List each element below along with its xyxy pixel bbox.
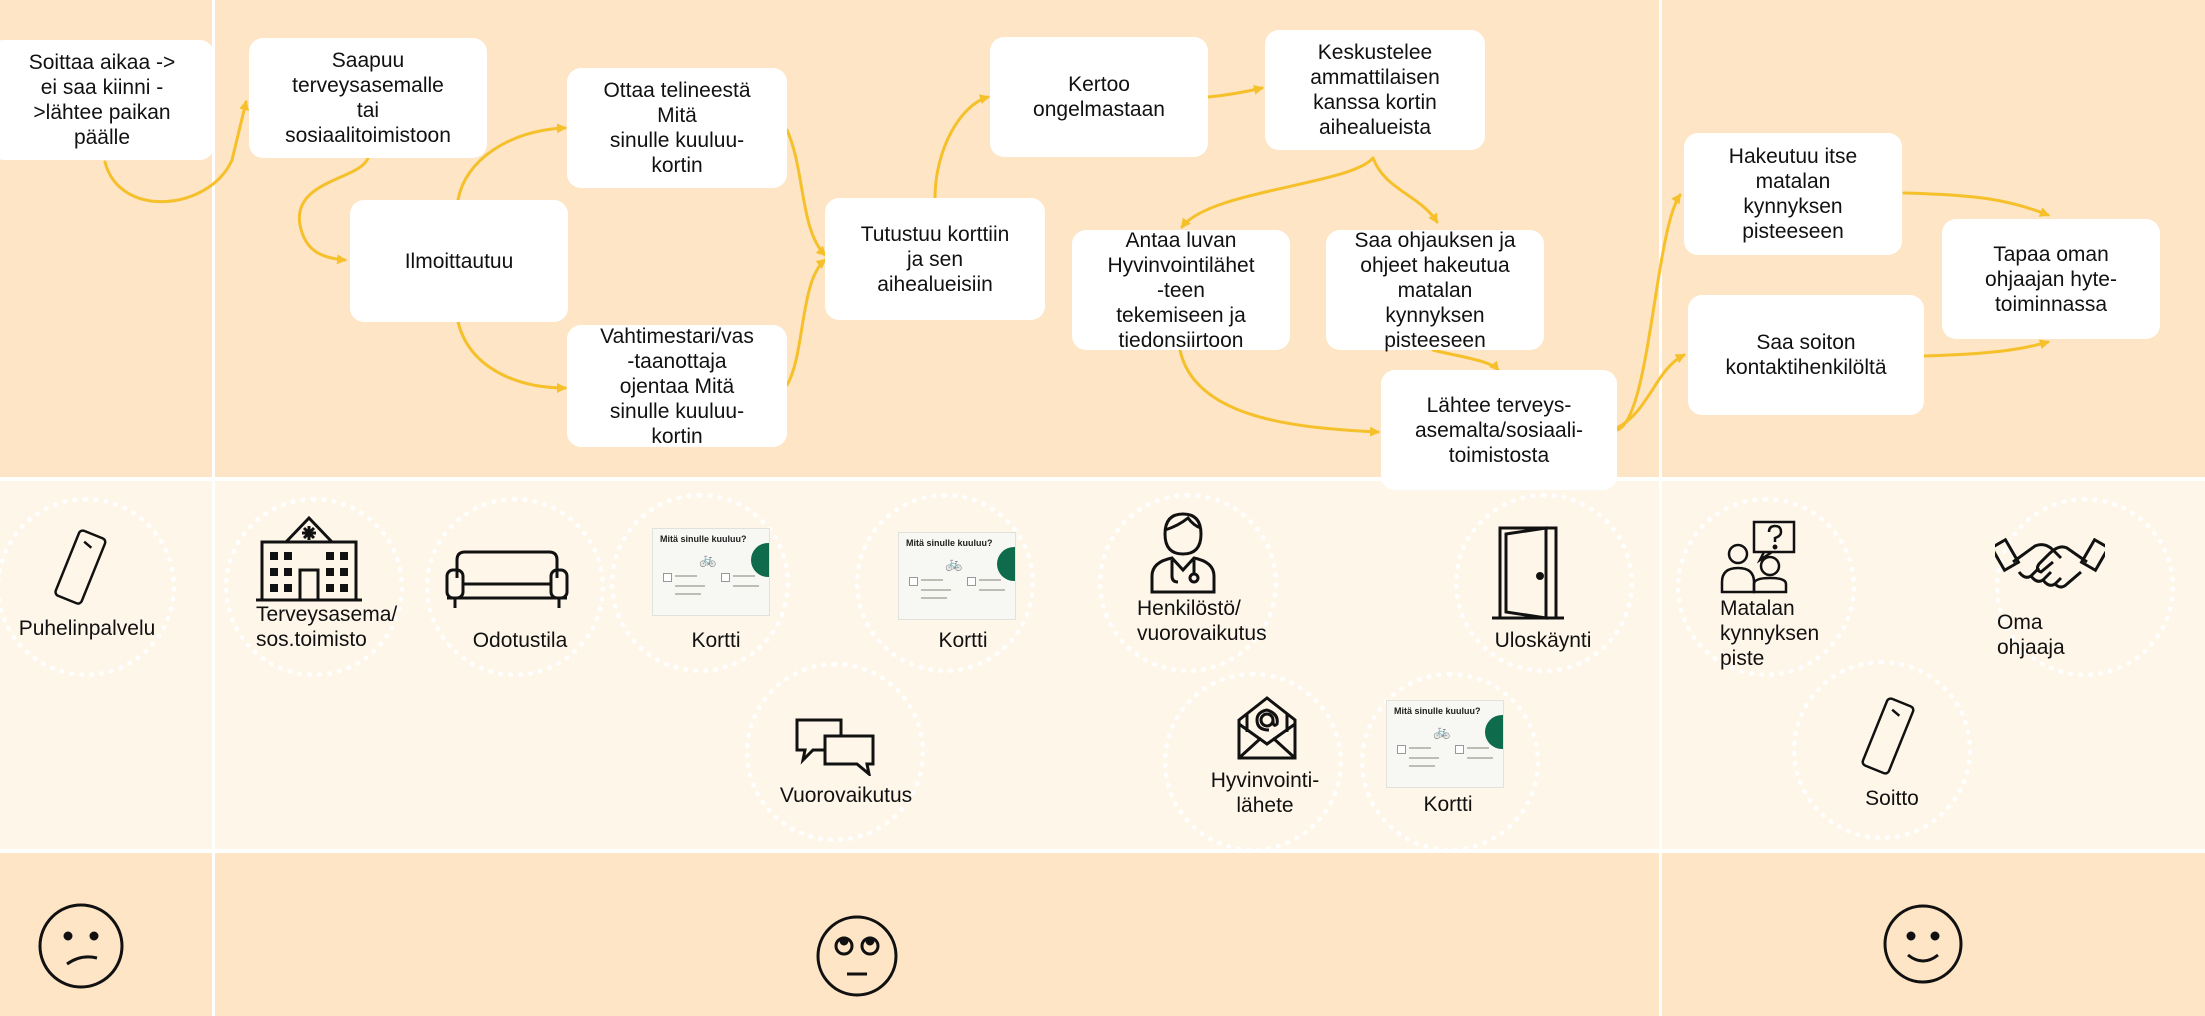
card-text-line <box>1467 747 1489 749</box>
people-question-icon <box>1720 520 1796 594</box>
email-envelope-icon <box>1235 692 1299 762</box>
step-box: Tutustuu korttiin ja sen aihealueisiin <box>825 198 1045 320</box>
card-text-line <box>733 575 755 577</box>
smartphone-icon <box>50 528 110 608</box>
touchpoint-label: Matalan kynnyksen piste <box>1720 597 1820 670</box>
step-box: Lähtee terveys- asemalta/sosiaali- toimi… <box>1381 370 1617 490</box>
touchpoint-circle <box>224 497 404 677</box>
touchpoint-circle <box>855 493 1035 673</box>
bicycle-icon: 🚲 <box>699 551 717 567</box>
card-text-line <box>979 589 1005 591</box>
card-decoration <box>1485 715 1503 749</box>
card-text-line <box>1409 765 1435 767</box>
checkbox-icon <box>1397 745 1406 754</box>
checkbox-icon <box>967 577 976 586</box>
touchpoint-circle <box>745 662 925 842</box>
step-box: Saa ohjauksen ja ohjeet hakeutua matalan… <box>1326 229 1544 352</box>
card-thumbnail: Mitä sinulle kuuluu? 🚲 <box>1386 700 1504 788</box>
step-box: Soittaa aikaa -> ei saa kiinni - >lähtee… <box>0 40 214 160</box>
card-decoration <box>751 543 769 577</box>
checkbox-icon <box>663 573 672 582</box>
eye-roll-face-icon <box>815 914 899 1003</box>
touchpoint-label: Puhelinpalvelu <box>18 617 156 640</box>
touchpoint-circle <box>0 497 176 677</box>
touchpoint-circle <box>1163 672 1343 852</box>
touchpoint-label: Henkilöstö/ vuorovaikutus <box>1137 597 1267 645</box>
card-text-line <box>675 593 701 595</box>
step-box: Keskustelee ammattilaisen kanssa kortin … <box>1265 30 1485 150</box>
handshake-icon <box>1995 528 2105 608</box>
step-box: Saa soiton kontaktihenkilöltä <box>1688 295 1924 415</box>
card-text-line <box>979 579 1001 581</box>
phase-divider <box>212 0 215 1016</box>
touchpoint-label: Uloskäynti <box>1494 629 1592 652</box>
touchpoint-label: Soitto <box>1865 787 1919 810</box>
step-box: Saapuu terveysasemalle tai sosiaalitoimi… <box>249 38 487 158</box>
sad-face-icon <box>37 902 125 995</box>
touchpoint-label: Oma ohjaaja <box>1997 611 2065 659</box>
touchpoint-circle <box>1098 493 1278 673</box>
card-text-line <box>921 579 943 581</box>
touchpoint-circle <box>610 493 790 673</box>
touchpoint-label: Odotustila <box>472 629 568 652</box>
touchpoint-circle <box>1792 660 1972 840</box>
touchpoint-label: Kortti <box>938 629 988 652</box>
smile-face-icon <box>1882 903 1964 990</box>
step-box: Hakeutuu itse matalan kynnyksen pisteese… <box>1684 133 1902 255</box>
touchpoint-circle <box>425 497 605 677</box>
checkbox-icon <box>721 573 730 582</box>
chat-bubbles-icon <box>793 716 877 776</box>
step-box: Ottaa telineestä Mitä sinulle kuuluu- ko… <box>567 68 787 188</box>
phase-divider <box>1659 0 1662 1016</box>
card-text-line <box>921 589 951 591</box>
card-text-line <box>733 585 759 587</box>
bicycle-icon: 🚲 <box>1433 723 1451 739</box>
card-text-line <box>1467 757 1493 759</box>
step-box: Vahtimestari/vas -taanottaja ojentaa Mit… <box>567 325 787 448</box>
touchpoint-circle <box>1995 497 2175 677</box>
card-title: Mitä sinulle kuuluu? <box>660 534 747 544</box>
card-text-line <box>1409 747 1431 749</box>
doctor-icon <box>1148 510 1218 594</box>
door-icon <box>1490 524 1566 622</box>
smartphone-icon <box>1858 694 1918 778</box>
touchpoint-circle <box>1676 497 1856 677</box>
health-station-icon <box>254 512 364 604</box>
card-thumbnail: Mitä sinulle kuuluu? 🚲 <box>898 532 1016 620</box>
step-box: Tapaa oman ohjaajan hyte- toiminnassa <box>1942 219 2160 339</box>
sofa-icon <box>443 548 571 612</box>
touchpoint-label: Vuorovaikutus <box>779 784 913 807</box>
step-box: Antaa luvan Hyvinvointilähet -teen tekem… <box>1072 229 1290 352</box>
emotions-band <box>0 853 2205 1016</box>
touchpoint-label: Kortti <box>691 629 741 652</box>
card-decoration <box>997 547 1015 581</box>
card-thumbnail: Mitä sinulle kuuluu? 🚲 <box>652 528 770 616</box>
card-text-line <box>675 585 705 587</box>
touchpoint-circle <box>1454 493 1634 673</box>
touchpoint-label: Hyvinvointi- lähete <box>1210 769 1320 817</box>
touchpoint-label: Kortti <box>1423 793 1473 816</box>
step-box: Kertoo ongelmastaan <box>990 37 1208 157</box>
bicycle-icon: 🚲 <box>945 555 963 571</box>
touchpoint-circle <box>1360 672 1540 852</box>
card-title: Mitä sinulle kuuluu? <box>1394 706 1481 716</box>
card-text-line <box>1409 757 1439 759</box>
checkbox-icon <box>909 577 918 586</box>
step-box: Ilmoittautuu <box>350 200 568 322</box>
checkbox-icon <box>1455 745 1464 754</box>
card-text-line <box>675 575 697 577</box>
touchpoint-label: Terveysasema/ sos.toimisto <box>256 603 398 651</box>
card-title: Mitä sinulle kuuluu? <box>906 538 993 548</box>
card-text-line <box>921 597 947 599</box>
